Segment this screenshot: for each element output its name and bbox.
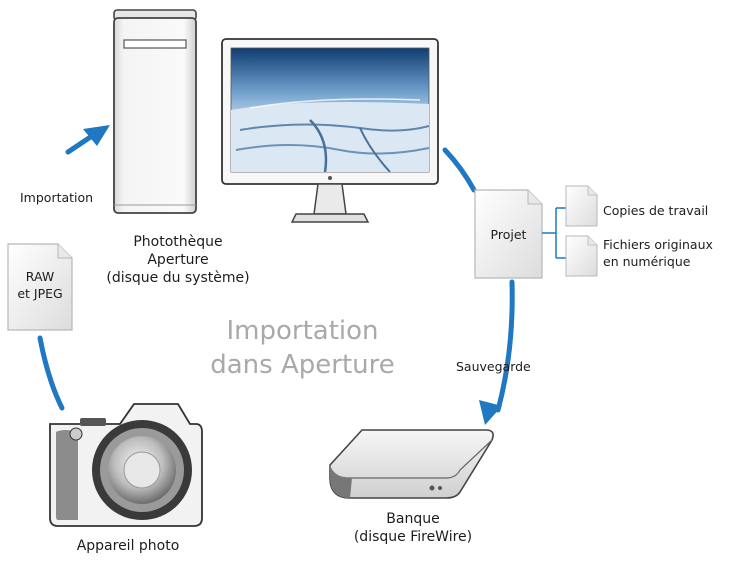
center-title: Importation dans Aperture — [190, 314, 415, 382]
project-label: Projet — [490, 227, 527, 242]
raw-line1: RAW — [25, 269, 55, 284]
vault-line1: Banque — [386, 511, 440, 527]
computer-tower-icon — [113, 9, 197, 214]
backup-arrow-label: Sauvegarde — [456, 359, 531, 374]
masters-label: Fichiers originaux en numérique — [603, 236, 713, 270]
import-arrow-label: Importation — [20, 190, 94, 205]
library-label: Photothèque Aperture (disque du système) — [98, 233, 258, 287]
import-arrow-head — [83, 125, 110, 146]
project-document-icon — [474, 189, 543, 279]
monitor-icon — [221, 38, 439, 223]
raw-file-label: RAW et JPEG — [8, 268, 72, 302]
raw-file-icon — [7, 243, 73, 331]
backup-arrow — [495, 279, 515, 413]
camera-label: Appareil photo — [76, 538, 180, 554]
camera-icon — [49, 403, 203, 527]
vault-label: Banque (disque FireWire) — [338, 510, 488, 546]
library-line3: (disque du système) — [106, 270, 250, 286]
library-line1: Photothèque — [133, 234, 223, 250]
project-connector — [542, 207, 566, 259]
masters-document-icon — [565, 235, 598, 277]
center-title-line1: Importation — [226, 316, 379, 346]
masters-line1: Fichiers originaux — [603, 237, 713, 252]
hard-drive-icon — [329, 429, 494, 499]
versions-document-icon — [565, 185, 598, 227]
versions-label: Copies de travail — [603, 203, 709, 218]
backup-arrow-head — [479, 400, 502, 425]
camera-to-file-arc — [37, 335, 65, 411]
vault-line2: (disque FireWire) — [353, 529, 473, 545]
monitor-to-project-arc — [442, 147, 477, 193]
masters-line2: en numérique — [603, 254, 691, 269]
raw-line2: et JPEG — [17, 286, 63, 301]
center-title-line2: dans Aperture — [210, 350, 395, 380]
library-line2: Aperture — [147, 252, 209, 268]
